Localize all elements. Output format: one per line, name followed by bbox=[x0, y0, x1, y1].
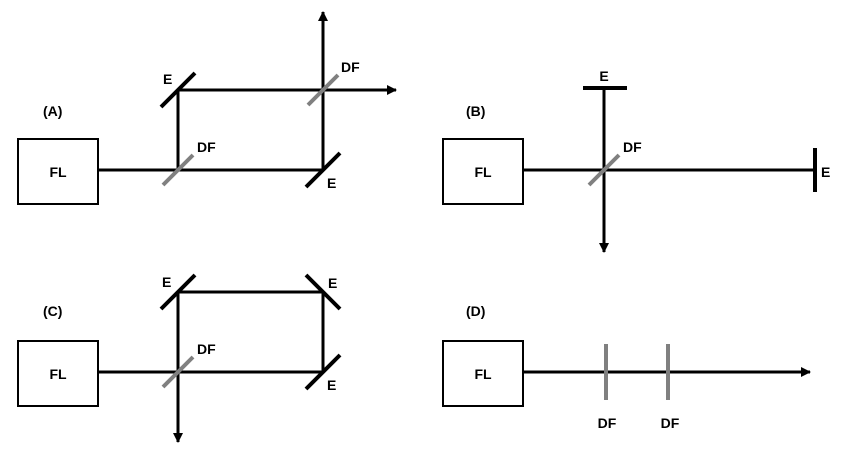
panel-b: (B) FL E E DF bbox=[442, 68, 830, 253]
panel-b-mirror-right-label: E bbox=[821, 164, 830, 180]
panel-c-mirror-bottom-right bbox=[304, 353, 342, 391]
panel-c-splitter bbox=[161, 355, 195, 389]
panel-c-laser-box bbox=[17, 340, 99, 407]
panel-d-laser-label: FL bbox=[474, 366, 492, 382]
panel-b-mirror-top-label: E bbox=[599, 68, 608, 84]
panel-b-laser-label: FL bbox=[474, 164, 492, 180]
panel-a-splitter-out-label: DF bbox=[341, 59, 360, 75]
panel-a-laser-label: FL bbox=[49, 164, 67, 180]
panel-a-mirror-top bbox=[159, 71, 197, 109]
panel-a-mirror-bottom-label: E bbox=[327, 175, 336, 191]
panel-b-splitter bbox=[587, 153, 621, 187]
panel-d-label: (D) bbox=[466, 303, 485, 319]
panel-b-laser-box bbox=[442, 138, 524, 205]
panel-a-splitter-out bbox=[306, 73, 340, 107]
panel-b-splitter-label: DF bbox=[623, 139, 642, 155]
panel-b-label: (B) bbox=[466, 103, 485, 119]
panel-c-mirror-top-left-label: E bbox=[162, 274, 171, 290]
panel-c-splitter-label: DF bbox=[197, 341, 216, 357]
panel-c-mirror-bottom-right-label: E bbox=[327, 377, 336, 393]
panel-c-laser-label: FL bbox=[49, 366, 67, 382]
panel-a-mirror-top-label: E bbox=[163, 71, 172, 87]
panel-c-label: (C) bbox=[43, 303, 62, 319]
panel-d: (D) FL DF DF bbox=[442, 303, 811, 431]
panel-c-mirror-top-right bbox=[304, 273, 342, 311]
panel-d-filter-2-label: DF bbox=[661, 415, 680, 431]
panel-a-splitter-in-label: DF bbox=[197, 139, 216, 155]
panel-a-label: (A) bbox=[43, 103, 62, 119]
panel-a: (A) FL DF DF E E bbox=[17, 11, 397, 205]
panel-a-mirror-bottom bbox=[304, 151, 342, 189]
panel-c: (C) FL E E E DF bbox=[17, 273, 342, 443]
panel-c-mirror-top-right-label: E bbox=[328, 275, 337, 291]
panel-c-mirror-top-left bbox=[159, 273, 197, 311]
panel-a-splitter-in bbox=[161, 153, 195, 187]
panel-d-laser-box bbox=[442, 340, 524, 407]
panel-a-laser-box bbox=[17, 138, 99, 205]
panel-d-filter-1-label: DF bbox=[598, 415, 617, 431]
